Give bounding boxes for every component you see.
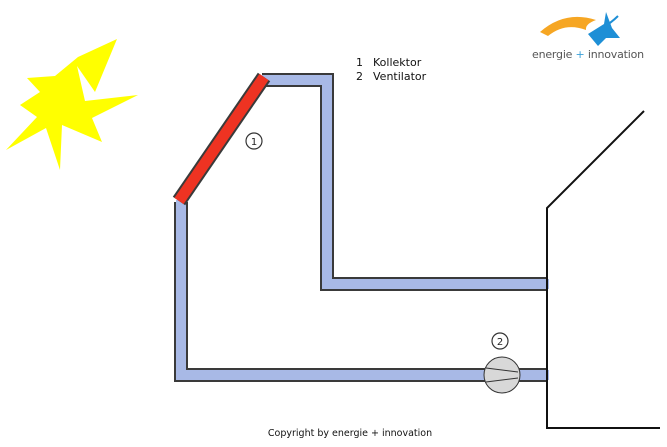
copyright-text: Copyright by energie + innovation	[267, 428, 433, 439]
sun-icon	[6, 39, 138, 170]
logo-text: energie + innovation	[532, 48, 644, 61]
legend-item-fan: 2 Ventilator	[356, 70, 426, 84]
legend-number: 2	[356, 70, 363, 83]
legend-item-collector: 1 Kollektor	[356, 56, 426, 70]
svg-text:2: 2	[497, 337, 503, 348]
house-outline	[546, 110, 660, 429]
collector-marker: 1	[245, 132, 263, 150]
logo-icon	[540, 12, 620, 46]
duct-system	[174, 73, 549, 382]
svg-text:1: 1	[251, 137, 257, 148]
logo-word-left: energie	[532, 48, 573, 61]
fan-marker: 2	[491, 332, 509, 350]
legend: 1 Kollektor 2 Ventilator	[356, 56, 426, 84]
fan-icon	[483, 356, 521, 394]
legend-label: Ventilator	[373, 70, 427, 83]
collector	[172, 72, 271, 206]
logo-word-right: innovation	[587, 48, 644, 61]
upper-duct	[262, 73, 547, 291]
logo-plus: +	[575, 48, 585, 61]
legend-number: 1	[356, 56, 363, 69]
legend-label: Kollektor	[373, 56, 422, 69]
